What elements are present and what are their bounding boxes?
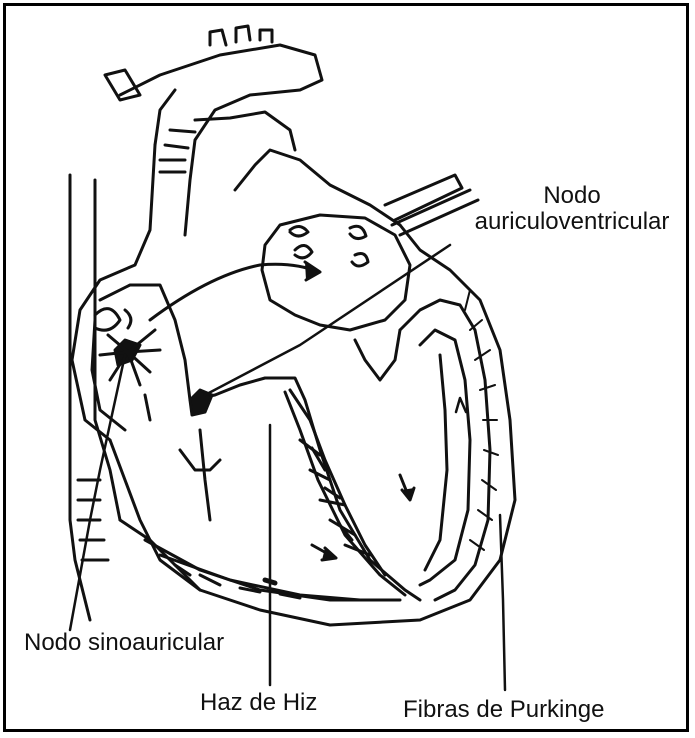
vena-cava	[70, 175, 120, 620]
right-ventricle	[110, 430, 400, 600]
right-atrium	[92, 285, 190, 430]
av-node-label: Nodo auriculoventricular	[472, 183, 672, 236]
av-node-label-line1: Nodo	[472, 183, 672, 209]
purkinje-fibers-label: Fibras de Purkinge	[403, 697, 604, 723]
sa-node-label: Nodo sinoauricular	[24, 630, 224, 656]
av-node-label-line2: auriculoventricular	[472, 209, 672, 235]
left-atrium	[262, 215, 410, 330]
conduction-system	[190, 378, 420, 600]
sa-node-burst	[100, 330, 160, 385]
his-bundle-label: Haz de Hiz	[200, 690, 317, 716]
left-ventricle	[355, 300, 490, 600]
aortic-arch	[105, 26, 322, 235]
av-node-leader	[205, 245, 450, 395]
